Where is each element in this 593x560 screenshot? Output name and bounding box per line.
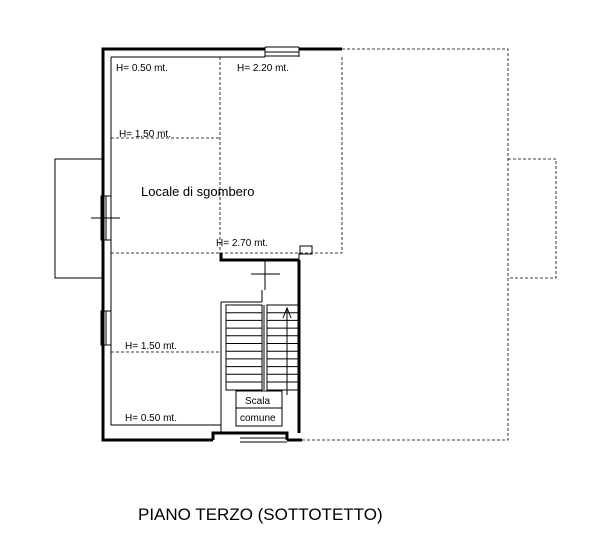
height-label-lower-left: H= 1.50 mt. bbox=[125, 341, 177, 352]
height-label-top-left: H= 0.50 mt. bbox=[116, 63, 168, 74]
exterior-walls bbox=[101, 47, 342, 442]
room-label-stair-2: comune bbox=[240, 413, 276, 424]
room-label-stair-1: Scala bbox=[245, 396, 270, 407]
window-bottom bbox=[240, 433, 287, 443]
plan-title: PIANO TERZO (SOTTOTETTO) bbox=[138, 505, 383, 524]
stair-treads bbox=[226, 304, 299, 383]
height-label-upper-left: H= 1.50 mt. bbox=[119, 129, 171, 140]
stair-landing bbox=[235, 390, 283, 427]
dashed-outlines bbox=[111, 48, 557, 441]
height-label-top-mid: H= 2.20 mt. bbox=[237, 63, 289, 74]
height-label-bottom-left: H= 0.50 mt. bbox=[125, 413, 177, 424]
stair-arrow bbox=[282, 306, 292, 395]
balcony-left bbox=[54, 158, 120, 346]
room-label-storage: Locale di sgombero bbox=[141, 184, 254, 199]
height-label-center: H= 2.70 mt. bbox=[216, 238, 268, 249]
window-top bbox=[264, 46, 300, 57]
